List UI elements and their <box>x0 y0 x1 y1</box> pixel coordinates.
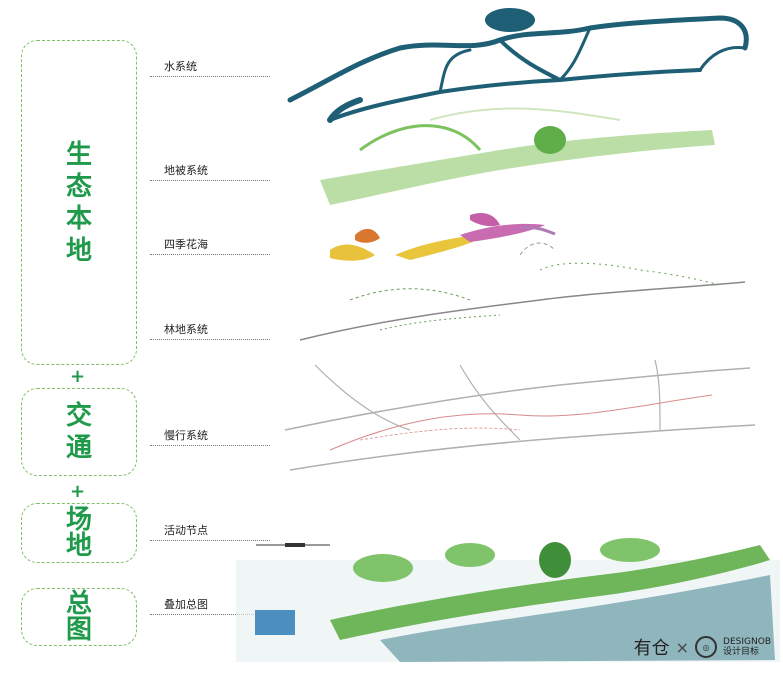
woodland-layer <box>299 242 746 341</box>
overlay-plan-layer <box>236 538 780 662</box>
plus-connector: + <box>70 366 86 387</box>
layer-label-slow-traffic: 慢行系统 <box>150 427 270 446</box>
stage-char: 地 <box>65 235 92 266</box>
stage-char: 态 <box>65 171 92 202</box>
brand-bottom: 设计目标 <box>723 647 760 657</box>
layer-label-activity-nodes: 活动节点 <box>150 522 270 541</box>
stage-box-site: 场 地 <box>21 503 137 563</box>
stage-char: 通 <box>65 433 92 463</box>
stage-char: 本 <box>65 203 92 234</box>
stage-char: 生 <box>65 139 92 170</box>
layer-label-water: 水系统 <box>150 58 270 77</box>
brand-text: DESIGNOB 设计目标 <box>723 637 771 657</box>
plus-connector: + <box>70 481 86 502</box>
layer-label-overlay-plan: 叠加总图 <box>150 596 270 615</box>
stage-char: 地 <box>65 531 92 561</box>
stage-char: 图 <box>65 615 92 645</box>
brand-top: DESIGNOB <box>723 637 771 647</box>
layer-label-groundcover: 地被系统 <box>150 162 270 181</box>
layer-label-flowers: 四季花海 <box>150 236 270 255</box>
water-system-layer <box>287 8 749 123</box>
slow-traffic-layer <box>284 359 756 471</box>
stage-char: 场 <box>65 505 92 535</box>
groundcover-layer <box>320 107 715 205</box>
logo-text: 有仓 <box>633 638 670 659</box>
logo: 有仓 × ◎ DESIGNOB 设计目标 <box>634 634 771 660</box>
stage-box-masterplan: 总 图 <box>21 588 137 646</box>
brand-icon: ◎ <box>695 636 718 658</box>
stage-box-ecology: 生 态 本 地 <box>21 40 137 365</box>
stage-char: 总 <box>65 589 92 619</box>
flowers-layer <box>330 213 556 261</box>
layer-label-woodland: 林地系统 <box>150 321 270 340</box>
logo-cross: × <box>675 637 690 657</box>
stage-box-traffic: 交 通 <box>21 388 137 476</box>
stage-char: 交 <box>65 401 92 431</box>
